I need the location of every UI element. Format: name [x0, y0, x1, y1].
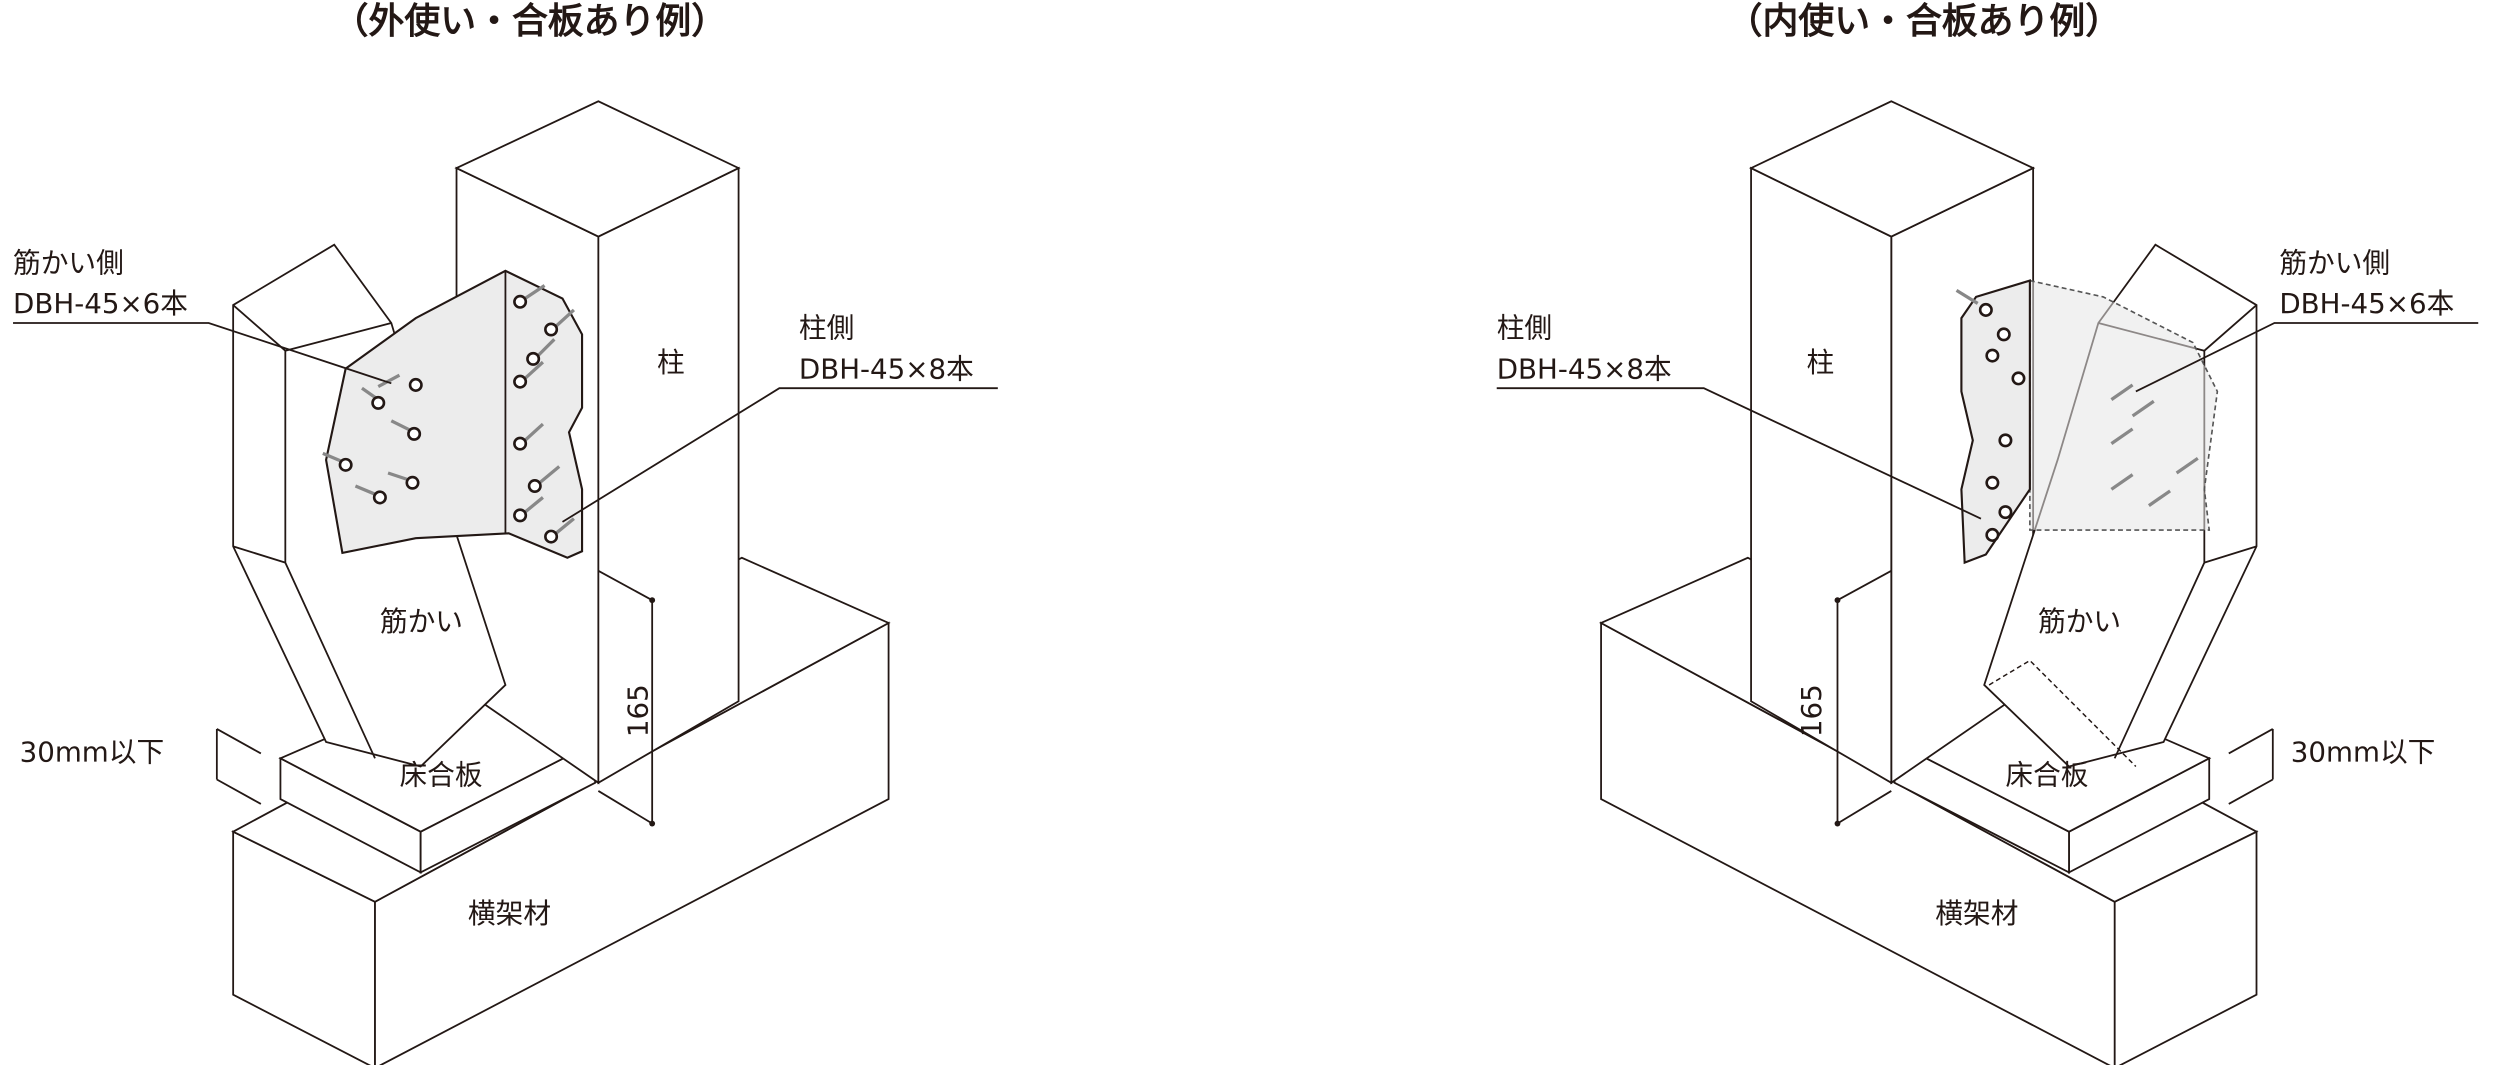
left-gap-label: 30mm以下: [20, 736, 165, 769]
left-title: （外使い・合板あり例）: [333, 1, 727, 42]
right-brace-side-spec: DBH-45×6本: [2279, 287, 2454, 320]
left-post-label: 柱: [657, 346, 685, 379]
left-hardware-plate: [325, 269, 584, 559]
right-post-side-label: 柱側: [1497, 312, 1552, 345]
right-floor-plywood-label: 床合板: [2005, 758, 2088, 791]
left-brace-label: 筋かい: [380, 605, 463, 638]
right-brace-label: 筋かい: [2038, 605, 2121, 638]
right-gap-label: 30mm以下: [2291, 736, 2436, 769]
right-hardware-plate-brace-part: [2029, 279, 2219, 531]
left-brace-side-spec: DBH-45×6本: [13, 287, 188, 320]
right-nails: [1955, 288, 2199, 542]
left-structure: [215, 100, 890, 1065]
left-post-side-spec: DBH-45×8本: [799, 352, 974, 385]
right-diagram: （内使い・合板あり例） 筋かい側 DBH-45×6本 柱側 DBH-: [1497, 1, 2479, 1065]
left-horizontal-member-label: 横架材: [468, 897, 551, 930]
left-dimension-165: 165: [621, 684, 654, 737]
left-post-side-label: 柱側: [799, 312, 854, 345]
right-title: （内使い・合板あり例）: [1727, 1, 2121, 42]
right-dimension-165: 165: [1795, 684, 1828, 737]
left-floor-plywood-label: 床合板: [399, 758, 482, 791]
right-hardware-plate-post-part: [1960, 279, 2031, 565]
right-brace-side-label: 筋かい側: [2279, 246, 2390, 279]
right-horizontal-member-label: 横架材: [1935, 897, 2018, 930]
right-post-label: 柱: [1807, 346, 1835, 379]
left-brace-side-label: 筋かい側: [13, 246, 124, 279]
right-post-side-spec: DBH-45×8本: [1497, 352, 1672, 385]
left-diagram: （外使い・合板あり例） 筋かい側 DBH-45×6本 柱側 DBH-45×8本 …: [13, 1, 998, 1065]
